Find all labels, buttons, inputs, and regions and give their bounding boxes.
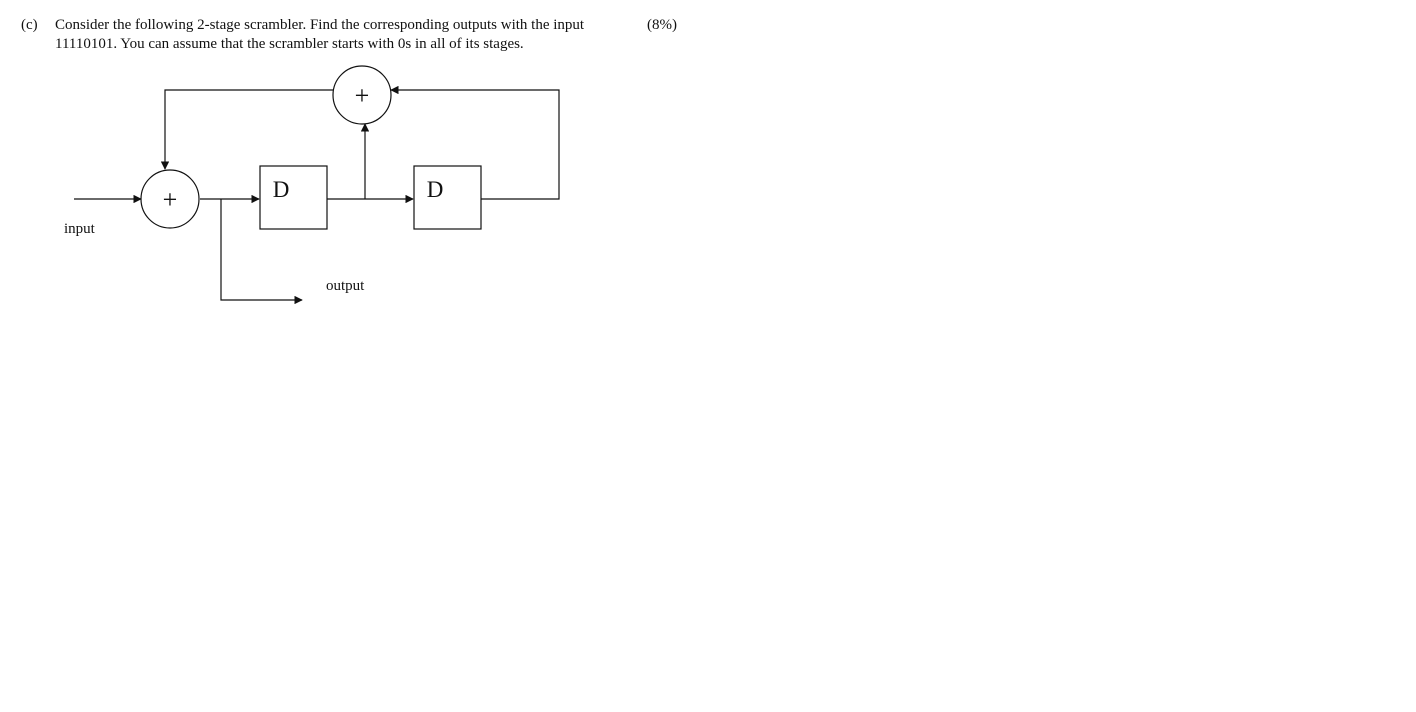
feedback-adder-symbol: + (355, 81, 370, 110)
input-adder (140, 169, 200, 229)
input-adder-symbol: + (163, 185, 178, 214)
delay-element-1 (259, 165, 328, 230)
question-label: (c) (21, 17, 38, 33)
feedback-adder (332, 65, 392, 125)
top-adder-feedback-wire (160, 89, 333, 170)
input-label: input (64, 221, 96, 237)
delay2-feedback-wire (390, 85, 560, 200)
question-text: Consider the following 2-stage scrambler… (55, 17, 585, 52)
question-marks: (8%) (647, 17, 677, 33)
delay-element-2-label: D (427, 177, 444, 202)
output-label: output (326, 278, 365, 294)
output-wire (220, 199, 303, 305)
delay-element-2 (413, 165, 482, 230)
delay-element-1-label: D (273, 177, 290, 202)
